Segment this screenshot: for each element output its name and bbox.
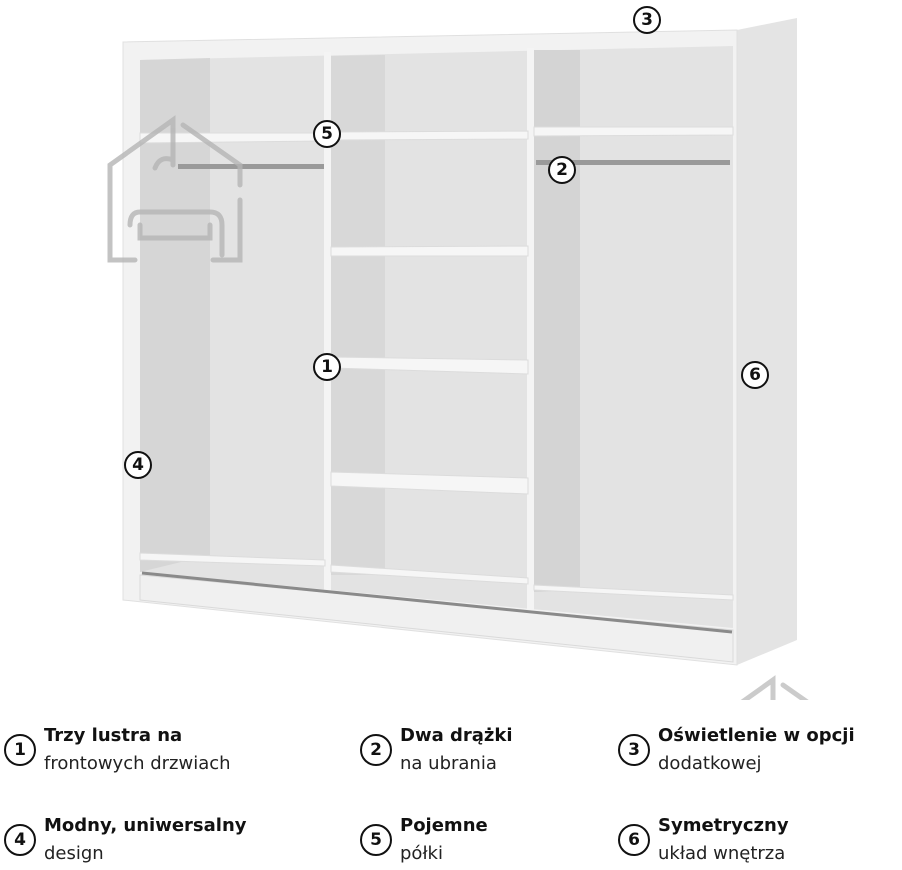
legend-number: 3 bbox=[618, 734, 650, 766]
legend-subtitle: design bbox=[44, 843, 104, 864]
door-track bbox=[141, 571, 733, 634]
marker-2-rails: 2 bbox=[548, 156, 576, 184]
watermark-logo-bottom bbox=[740, 675, 809, 700]
legend-item-2: 2 Dwa drążki na ubrania bbox=[360, 722, 513, 778]
legend-item-3: 3 Oświetlenie w opcji dodatkowej bbox=[618, 722, 855, 778]
wardrobe-interior bbox=[140, 46, 733, 628]
legend-number: 1 bbox=[4, 734, 36, 766]
marker-5-shelves: 5 bbox=[313, 120, 341, 148]
legend-item-6: 6 Symetryczny układ wnętrza bbox=[618, 812, 789, 868]
watermark-logo bbox=[107, 115, 243, 263]
marker-4-design: 4 bbox=[124, 451, 152, 479]
hanging-rail-left bbox=[178, 164, 324, 169]
legend-number: 2 bbox=[360, 734, 392, 766]
legend-title: Trzy lustra na bbox=[44, 725, 183, 746]
legend-title: Oświetlenie w opcji bbox=[658, 725, 855, 746]
hanging-rail-right bbox=[536, 160, 730, 165]
marker-1-mirrors: 1 bbox=[313, 353, 341, 381]
divider-right bbox=[527, 48, 534, 618]
legend-subtitle: dodatkowej bbox=[658, 753, 762, 774]
legend-title: Modny, uniwersalny bbox=[44, 815, 247, 836]
legend-subtitle: układ wnętrza bbox=[658, 843, 786, 864]
marker-3-lighting: 3 bbox=[633, 6, 661, 34]
legend-subtitle: półki bbox=[400, 843, 443, 864]
legend-number: 5 bbox=[360, 824, 392, 856]
legend-item-1: 1 Trzy lustra na frontowych drzwiach bbox=[4, 722, 231, 778]
legend-number: 6 bbox=[618, 824, 650, 856]
legend-item-4: 4 Modny, uniwersalny design bbox=[4, 812, 247, 868]
legend-title: Symetryczny bbox=[658, 815, 789, 836]
divider-left bbox=[324, 52, 331, 612]
legend-title: Pojemne bbox=[400, 815, 488, 836]
wardrobe-illustration bbox=[107, 18, 809, 700]
legend-number: 4 bbox=[4, 824, 36, 856]
legend-subtitle: frontowych drzwiach bbox=[44, 753, 231, 774]
legend-subtitle: na ubrania bbox=[400, 753, 497, 774]
wardrobe-side-panel bbox=[737, 18, 797, 665]
legend-item-5: 5 Pojemne półki bbox=[360, 812, 488, 868]
marker-6-symmetry: 6 bbox=[741, 361, 769, 389]
legend-title: Dwa drążki bbox=[400, 725, 513, 746]
